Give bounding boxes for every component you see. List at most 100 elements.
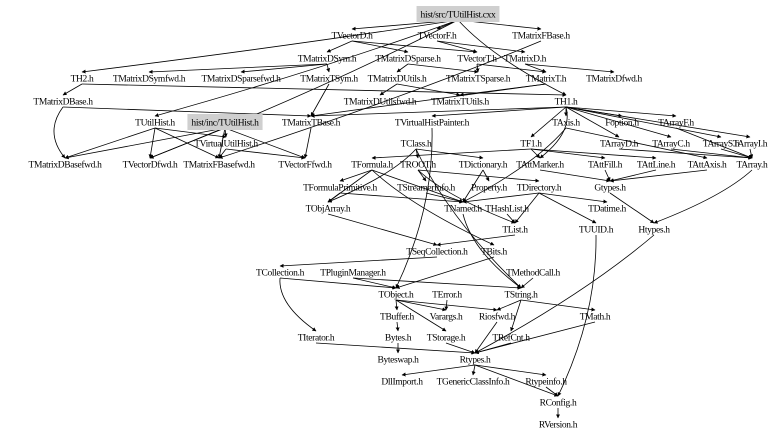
node-tformulaprimitive-h[interactable]: TFormulaPrimitive.h <box>303 183 378 193</box>
node-taxis-h[interactable]: TAxis.h <box>552 118 581 128</box>
edge-troot-h-to-tlist-h <box>417 169 516 224</box>
node-dllimport-h[interactable]: DllImport.h <box>381 377 423 387</box>
node-tformula-h[interactable]: TFormula.h <box>351 160 394 170</box>
node-tattfill-h[interactable]: TAttFill.h <box>588 160 623 170</box>
node-tmatrixfbasefwd-h[interactable]: TMatrixFBasefwd.h <box>183 159 255 170</box>
node-tbuffer-h[interactable]: TBuffer.h <box>380 311 415 322</box>
node-tstorage-h[interactable]: TStorage.h <box>427 333 466 343</box>
node-tdatime-h[interactable]: TDatime.h <box>588 204 627 214</box>
node-tmatrixdsparsefwd-h[interactable]: TMatrixDSparsefwd.h <box>201 73 281 84</box>
node-tvectorffwd-h[interactable]: TVectorFfwd.h <box>278 159 332 170</box>
edge-tutilhist-h-to-tmatrixdbasefwd-h <box>64 127 156 159</box>
node-tmatrixdbasefwd-h[interactable]: TMatrixDBasefwd.h <box>29 159 103 170</box>
node-label: TDatime.h <box>588 204 626 214</box>
node-hist-src-tutilhist-cxx[interactable]: hist/src/TUtilHist.cxx <box>416 6 500 22</box>
node-tmatrixfbase-h[interactable]: TMatrixFBase.h <box>512 31 571 41</box>
node-rtypeinfo-h[interactable]: Rtypeinfo.h <box>525 376 567 387</box>
node-tdictionary-h[interactable]: TDictionary.h <box>459 160 508 170</box>
node-tclass-h[interactable]: TClass.h <box>401 139 433 149</box>
node-tvectordfwd-h[interactable]: TVectorDfwd.h <box>123 159 179 170</box>
node-byteswap-h[interactable]: Byteswap.h <box>377 355 419 365</box>
node-tuuid-h[interactable]: TUUID.h <box>579 225 614 235</box>
node-tnamed-h[interactable]: TNamed.h <box>444 204 483 214</box>
node-tbits-h[interactable]: TBits.h <box>481 247 508 257</box>
node-tmethodcall-h[interactable]: TMethodCall.h <box>506 268 561 278</box>
edge-tvectorf-h-to-tvectort-h <box>436 40 478 53</box>
edge-tarrayc-h-to-tarray-h <box>670 148 753 160</box>
node-label: TFormula.h <box>351 160 393 170</box>
node-tattaxis-h[interactable]: TAttAxis.h <box>688 160 728 170</box>
node-label: TClass.h <box>401 139 432 149</box>
node-terror-h[interactable]: TError.h <box>432 290 463 300</box>
node-tarrays-h[interactable]: TArrayS.h <box>703 139 740 149</box>
node-rconfig-h[interactable]: RConfig.h <box>540 397 578 408</box>
edge-tutilhist-h-to-tvirtualutilhist-h <box>154 127 227 139</box>
node-tstring-h[interactable]: TString.h <box>504 290 538 300</box>
node-tobjarray-h[interactable]: TObjArray.h <box>306 204 352 214</box>
node-tcollection-h[interactable]: TCollection.h <box>256 268 305 278</box>
node-htypes-h[interactable]: Htypes.h <box>638 225 670 235</box>
node-tmatrixdsparse-h[interactable]: TMatrixDSparse.h <box>375 54 441 64</box>
node-tmatrixtbase-h[interactable]: TMatrixTBase.h <box>282 118 341 128</box>
node-tarrayc-h[interactable]: TArrayC.h <box>652 139 690 149</box>
node-rversion-h[interactable]: RVersion.h <box>539 420 578 430</box>
node-tmatrixdsymfwd-h[interactable]: TMatrixDSymfwd.h <box>113 73 186 84</box>
node-tvectord-h[interactable]: TVectorD.h <box>331 31 373 41</box>
node-tmatrixtutils-h[interactable]: TMatrixTUtils.h <box>431 97 490 107</box>
node-tmatrixd-h[interactable]: TMatrixD.h <box>504 54 547 64</box>
node-thashlist-h[interactable]: THashList.h <box>485 204 529 214</box>
node-label: TMatrixFBasefwd.h <box>183 159 255 170</box>
node-tvirtualhistpainter-h[interactable]: TVirtualHistPainter.h <box>395 118 470 128</box>
node-tattline-h[interactable]: TAttLine.h <box>637 160 676 170</box>
node-tmatrixtsparse-h[interactable]: TMatrixTSparse.h <box>446 74 511 84</box>
node-tutilhist-h[interactable]: TUtilHist.h <box>135 118 176 128</box>
node-tarrayi-h[interactable]: TArrayI.h <box>733 139 768 149</box>
edge-tmatrixdbase-h-to-tmatrixtbase-h <box>62 106 312 118</box>
node-foption-h[interactable]: Foption.h <box>605 118 639 128</box>
node-tattmarker-h[interactable]: TAttMarker.h <box>516 160 564 170</box>
node-riosfwd-h[interactable]: Riosfwd.h <box>479 311 516 322</box>
node-tobject-h[interactable]: TObject.h <box>379 290 415 300</box>
node-tmatrixdutilsfwd-h[interactable]: TMatrixDUtilsfwd.h <box>344 96 418 107</box>
node-tmatrixtsym-h[interactable]: TMatrixTSym.h <box>300 74 358 84</box>
node-varargs-h[interactable]: Varargs.h <box>430 312 464 322</box>
node-tmatrixt-h[interactable]: TMatrixT.h <box>526 74 567 84</box>
node-tpluginmanager-h[interactable]: TPluginManager.h <box>320 268 386 278</box>
node-tarray-h[interactable]: TArray.h <box>737 160 769 170</box>
node-property-h[interactable]: Property.h <box>471 183 508 193</box>
node-troot-h[interactable]: TROOT.h <box>400 160 437 170</box>
node-tseqcollection-h[interactable]: TSeqCollection.h <box>406 247 468 257</box>
edge-th1-h-to-tf1-h <box>530 106 567 138</box>
node-rtypes-h[interactable]: Rtypes.h <box>460 355 492 365</box>
edge-tmethodcall-h-to-tstring-h <box>520 277 534 289</box>
node-gtypes-h[interactable]: Gtypes.h <box>594 183 626 193</box>
node-tmatrixdutils-h[interactable]: TMatrixDUtils.h <box>368 74 428 84</box>
edge-tstring-h-to-trefcnt-h <box>510 299 522 332</box>
edge-tstring-h-to-riosfwd-h <box>496 299 522 311</box>
node-tstreamerinfo-h[interactable]: TStreamerInfo.h <box>397 182 456 193</box>
node-tmatrixdfwd-h[interactable]: TMatrixDfwd.h <box>586 73 643 84</box>
node-tarrayd-h[interactable]: TArrayD.h <box>600 139 639 149</box>
node-tarrayf-h[interactable]: TArrayF.h <box>658 118 695 128</box>
node-tvectort-h[interactable]: TVectorT.h <box>457 54 497 64</box>
edge-tcollection-h-to-tobject-h <box>279 277 397 290</box>
edge-hist-src-tutilhist-cxx-to-th1-h <box>457 19 567 96</box>
node-tlist-h[interactable]: TList.h <box>502 225 528 235</box>
node-titerator-h[interactable]: TIterator.h <box>298 333 335 343</box>
node-tmatrixdsym-h[interactable]: TMatrixDSym.h <box>298 54 357 64</box>
node-label: TMatrixDBasefwd.h <box>29 159 103 170</box>
node-tvectorf-h[interactable]: TVectorF.h <box>418 31 458 41</box>
node-tmath-h[interactable]: TMath.h <box>580 312 611 322</box>
node-tdirectory-h[interactable]: TDirectory.h <box>517 183 562 193</box>
edge-tclass-h-to-tstring-h <box>415 148 522 289</box>
node-hist-inc-tutilhist-h[interactable]: hist/inc/TUtilHist.h <box>187 114 263 130</box>
node-tmatrixdbase-h[interactable]: TMatrixDBase.h <box>33 97 93 107</box>
node-th2-h[interactable]: TH2.h <box>71 74 95 84</box>
node-tgenericclassinfo-h[interactable]: TGenericClassInfo.h <box>437 376 511 387</box>
node-th1-h[interactable]: TH1.h <box>555 97 579 107</box>
node-tf1-h[interactable]: TF1.h <box>520 139 542 149</box>
node-trefcnt-h[interactable]: TRefCnt.h <box>492 332 530 343</box>
node-bytes-h[interactable]: Bytes.h <box>385 333 412 343</box>
node-tvirtualutilhist-h[interactable]: TVirtualUtilHist.h <box>194 139 259 149</box>
edge-hist-inc-tutilhist-h-to-tvectorffwd-h <box>224 127 306 159</box>
